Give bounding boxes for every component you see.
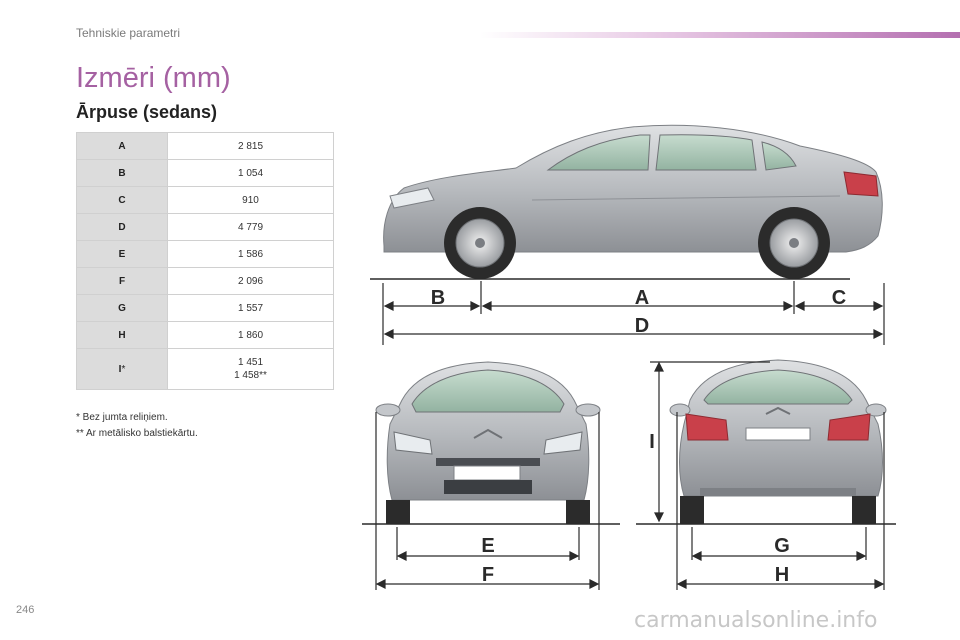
dimension-value-line: 1 458** [234,370,267,381]
dimension-key: I* [76,348,168,390]
dimension-key: F [76,267,168,295]
dimension-key: E [76,240,168,268]
car-front-view [375,361,601,524]
dimension-value: 1 451 1 458** [167,348,334,390]
side-dimension-lines [382,281,885,345]
page-number: 246 [16,604,35,616]
dimension-key: B [76,159,168,187]
dimension-label-e: E [481,535,494,557]
dimension-key: H [76,321,168,349]
page-subtitle: Ārpuse (sedans) [76,102,218,122]
car-side-view [383,124,883,279]
dimension-label-i: I [649,431,655,453]
dimension-value: 1 586 [167,240,334,268]
rear-dimension-lines [650,361,885,590]
table-row: I* 1 451 1 458** [76,348,334,390]
dimension-label-f: F [482,564,494,586]
dimension-value: 910 [167,186,334,214]
section-header: Tehniskie parametri [76,26,181,40]
dimension-label-g: G [774,535,790,557]
dimension-key: G [76,294,168,322]
dimension-label-b: B [431,287,445,309]
page-title: Izmēri (mm) [76,62,231,94]
watermark: carmanualsonline.info [634,608,878,633]
dimension-key: A [76,132,168,160]
footnote-roof-rails: * Bez jumta reliņiem. [76,412,168,423]
dimension-label-a: A [635,287,649,309]
dimension-key: D [76,213,168,241]
dimension-label-d: D [635,315,649,337]
dimension-label-h: H [775,564,789,586]
dimension-label-c: C [832,287,846,309]
dimension-key-letter: I [118,363,122,375]
header-gradient-bar [480,32,960,38]
dimension-value: 1 557 [167,294,334,322]
footnote-mark: * [121,363,126,375]
car-rear-view [669,359,887,524]
dimension-value-line: 1 451 [237,357,264,368]
front-dimension-lines [375,412,600,590]
dimension-key: C [76,186,168,214]
footnote-suspension: ** Ar metālisko balstiekārtu. [76,428,198,439]
dimension-value: 1 860 [167,321,334,349]
